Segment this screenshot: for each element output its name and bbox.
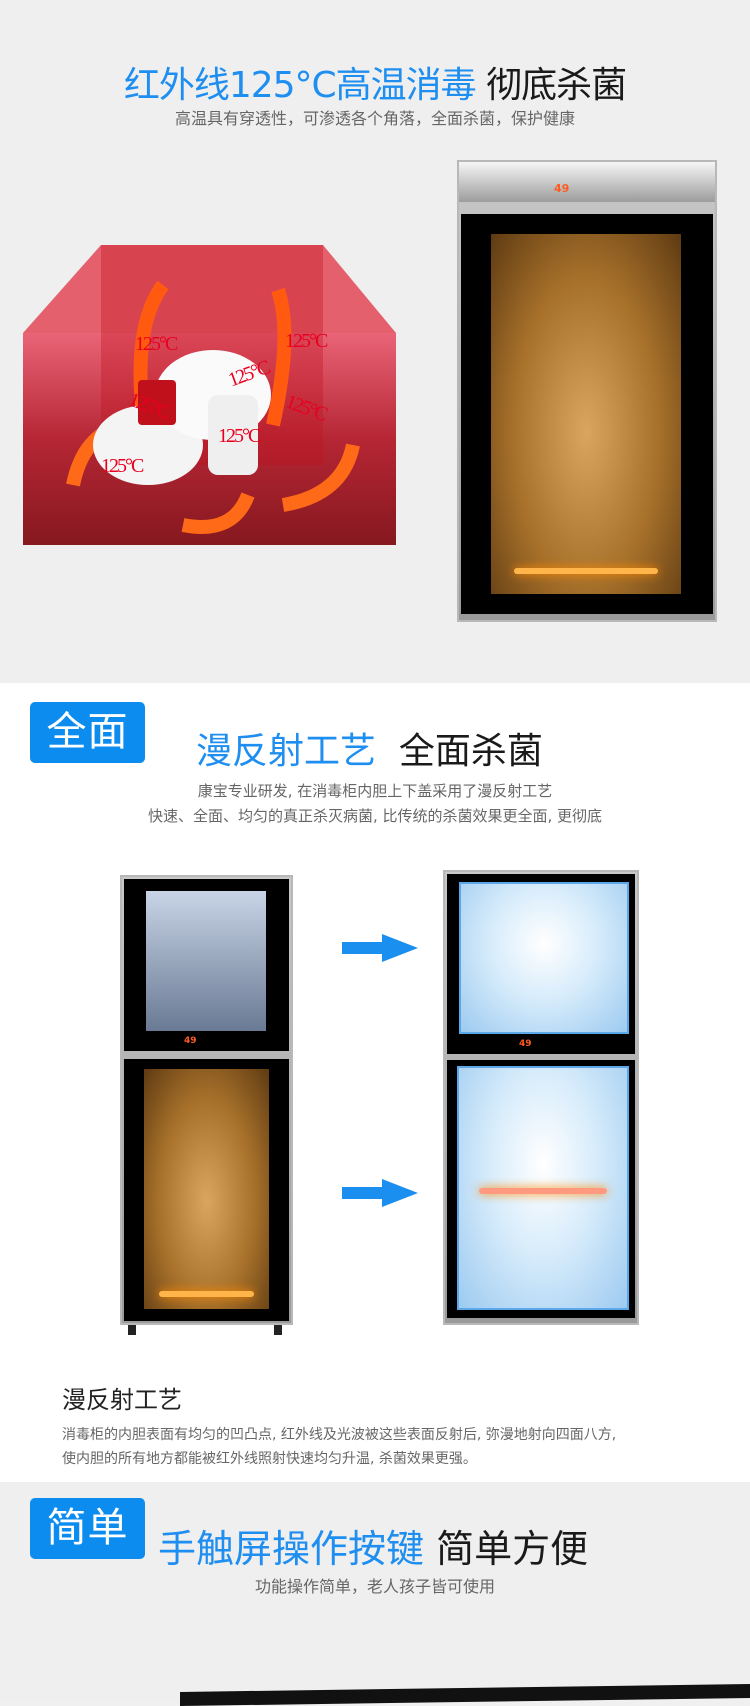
lower-door — [447, 1060, 635, 1318]
temp-label: 125°C — [285, 330, 328, 352]
badge-simple: 简单 — [30, 1498, 145, 1559]
upper-door: 49 — [447, 874, 635, 1054]
section3-title-blue: 手触屏操作按键 — [158, 1527, 425, 1571]
feature-line: 使内胆的所有地方都能被红外线照射快速均匀升温, 杀菌效果更强。 — [62, 1451, 477, 1467]
reflection-diagram-upper — [459, 882, 629, 1034]
double-cabinet-diffuse-reflection: 49 — [443, 870, 639, 1325]
lower-door — [124, 1059, 289, 1321]
arrow-right-icon — [342, 1179, 418, 1207]
upper-interior — [146, 891, 266, 1031]
single-cabinet-image: 49 — [457, 160, 717, 622]
temp-label: 125°C — [135, 333, 178, 355]
section2-desc-line: 康宝专业研发, 在消毒柜内胆上下盖采用了漫反射工艺 — [197, 782, 553, 800]
section3-subtitle: 功能操作简单，老人孩子皆可使用 — [254, 1577, 495, 1596]
control-panel: 49 — [459, 162, 715, 202]
temperature-display: 49 — [184, 1036, 197, 1046]
temperature-display: 49 — [554, 182, 570, 195]
double-cabinet-before: 49 — [120, 875, 293, 1325]
headline-subtitle: 高温具有穿透性，可渗透各个角落，全面杀菌，保护健康 — [174, 109, 575, 128]
temperature-display: 49 — [519, 1039, 532, 1049]
temp-label: 125°C — [218, 425, 261, 447]
headline-blue: 红外线125°C高温消毒 — [123, 65, 477, 106]
heat-box-illustration: 125°C 125°C 125°C 125°C 125°C 125°C 125°… — [23, 245, 396, 545]
section2-title: 漫反射工艺 全面杀菌 — [196, 722, 543, 774]
lower-interior — [144, 1069, 269, 1309]
reflection-diagram-lower — [457, 1066, 629, 1310]
section2-title-dark: 全面杀菌 — [398, 731, 543, 772]
foot — [274, 1325, 282, 1335]
section2-desc-line: 快速、全面、均匀的真正杀灭病菌, 比传统的杀菌效果更全面, 更彻底 — [147, 807, 603, 825]
cabinet-door — [461, 214, 713, 614]
section3-title-dark: 简单方便 — [436, 1527, 589, 1571]
cabinet-interior — [491, 234, 681, 594]
feature-line: 消毒柜的内胆表面有均匀的凹凸点, 红外线及光波被这些表面反射后, 弥漫地射向四面… — [62, 1427, 617, 1443]
heat-box-graphic — [23, 245, 396, 545]
section2-title-blue: 漫反射工艺 — [196, 731, 377, 772]
headline: 红外线125°C高温消毒 彻底杀菌 — [0, 56, 750, 108]
feature-heading: 漫反射工艺 — [62, 1386, 182, 1414]
upper-door: 49 — [124, 879, 289, 1051]
temp-label: 125°C — [101, 455, 144, 477]
badge-comprehensive: 全面 — [30, 702, 145, 763]
section3-title: 手触屏操作按键 简单方便 — [158, 1518, 588, 1573]
foot — [128, 1325, 136, 1335]
arrow-right-icon — [342, 934, 418, 962]
headline-dark: 彻底杀菌 — [486, 65, 627, 106]
